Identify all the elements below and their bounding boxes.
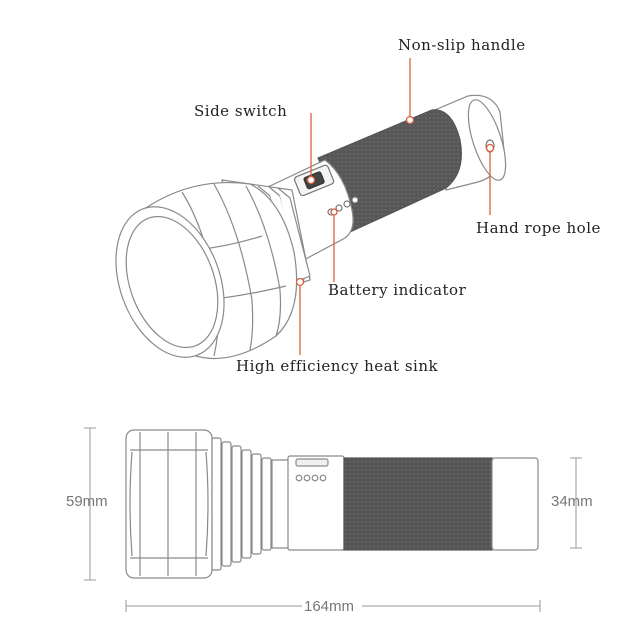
dim-length: 164mm <box>304 598 355 615</box>
side-head <box>125 429 213 579</box>
side-view-flashlight <box>125 429 539 579</box>
label-heat-sink: High efficiency heat sink <box>236 357 439 375</box>
label-battery-indicator: Battery indicator <box>328 281 467 299</box>
side-battery-dots <box>295 474 327 482</box>
label-hand-rope-hole: Hand rope hole <box>476 219 601 237</box>
side-grip <box>343 457 493 551</box>
dim-head-diameter: 59mm <box>66 493 108 510</box>
label-side-switch: Side switch <box>194 102 288 120</box>
callout-lines <box>295 58 495 355</box>
side-fins <box>211 437 272 571</box>
lens <box>125 215 219 349</box>
side-switch-housing <box>287 455 345 551</box>
dimension-lines <box>84 427 582 612</box>
side-tail <box>491 457 539 551</box>
label-non-slip-handle: Non-slip handle <box>398 36 526 54</box>
side-switch <box>295 458 329 467</box>
perspective-flashlight <box>115 94 507 359</box>
dim-tail-diameter: 34mm <box>551 493 593 510</box>
